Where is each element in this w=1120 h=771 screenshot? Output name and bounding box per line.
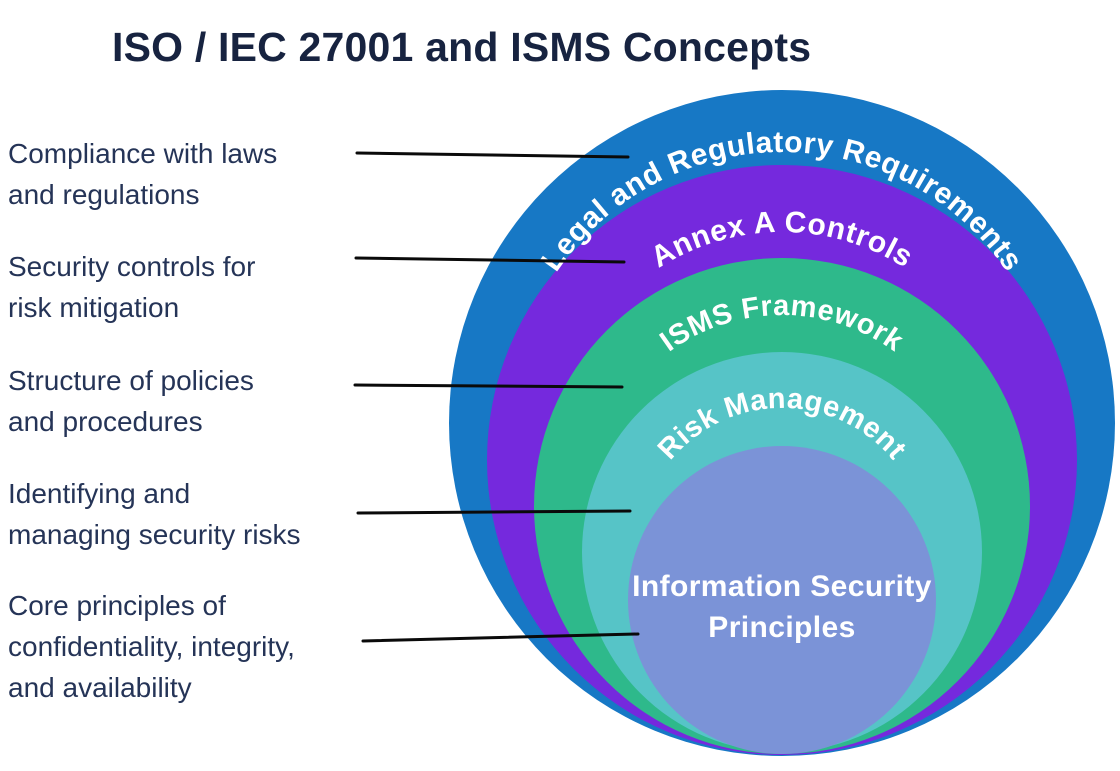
ring-label-information-security-principles: Information Security Principles bbox=[632, 570, 932, 644]
annotation-security-controls: Security controls for risk mitigation bbox=[8, 251, 256, 323]
page-title: ISO / IEC 27001 and ISMS Concepts bbox=[112, 24, 812, 70]
annotation-managing-risks: Identifying and managing security risks bbox=[8, 478, 301, 550]
connector-line-compliance-laws bbox=[355, 151, 630, 159]
connector-line-core-principles bbox=[361, 632, 640, 643]
ring-information-security-principles bbox=[628, 446, 936, 754]
connector-line-security-controls bbox=[354, 256, 626, 264]
annotation-core-principles: Core principles of confidentiality, inte… bbox=[8, 590, 295, 703]
annotation-compliance-laws: Compliance with laws and regulations bbox=[8, 138, 278, 210]
connector-line-managing-risks bbox=[356, 509, 632, 515]
annotation-policies-structure: Structure of policies and procedures bbox=[8, 365, 254, 437]
connector-line-policies-structure bbox=[353, 383, 624, 389]
